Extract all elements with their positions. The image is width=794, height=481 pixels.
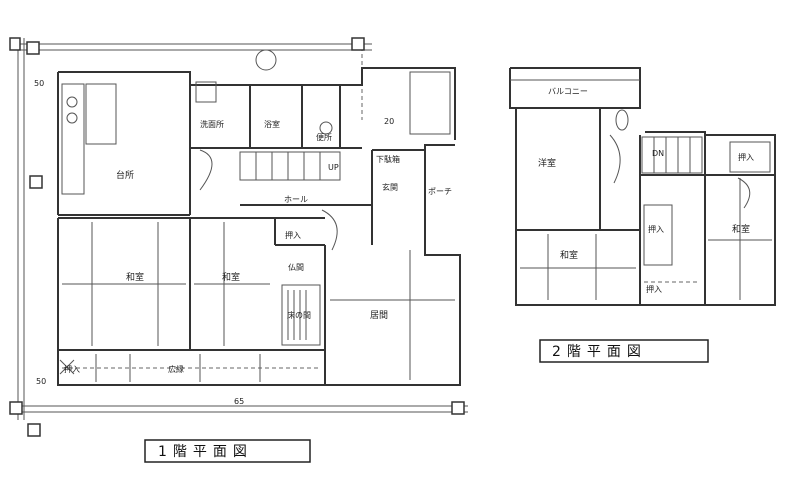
room-label-closet-a: 押入 xyxy=(738,152,754,162)
stairs-2f xyxy=(641,136,703,174)
grid-marker xyxy=(29,175,43,189)
grid-marker xyxy=(27,423,41,437)
porch-area xyxy=(409,71,451,135)
room-label-toilet: 便所 xyxy=(316,132,332,142)
room-label-stairs: UP xyxy=(328,163,339,172)
room-label-closet-b: 押入 xyxy=(648,224,664,234)
floor1-title: 1階平面図 xyxy=(158,444,253,460)
dim-bottom: 65 xyxy=(234,397,244,406)
room-label-closet1: 押入 xyxy=(285,230,301,240)
kitchen-counter xyxy=(61,83,85,195)
floor2-title: 2階平面図 xyxy=(552,344,647,360)
room-label-porch: ポーチ xyxy=(428,187,452,196)
room-label-washitsu2: 和室 xyxy=(222,271,240,283)
room-label-jp1: 和室 xyxy=(560,249,578,261)
room-label-tokonoma: 床の間 xyxy=(287,310,311,320)
room-label-living: 居間 xyxy=(370,310,388,321)
room-label-dn: DN xyxy=(652,149,664,158)
room-label-balcony: バルコニー xyxy=(548,87,588,96)
grid-marker xyxy=(9,401,23,415)
dim-left-top: 50 xyxy=(34,79,44,88)
dim-left-bottom: 50 xyxy=(36,377,46,386)
room-label-washroom: 洗面所 xyxy=(200,119,224,129)
room-label-western: 洋室 xyxy=(538,157,556,169)
dim-right-top: 20 xyxy=(384,117,394,126)
room-label-entrance: 玄関 xyxy=(382,182,398,192)
grid-marker xyxy=(351,37,365,51)
grid-marker xyxy=(26,41,40,55)
stairs xyxy=(239,151,341,181)
room-label-storage: 下駄箱 xyxy=(376,154,400,164)
grid-marker xyxy=(451,401,465,415)
room-label-closet2: 押入 xyxy=(64,364,80,374)
room-label-washitsu1: 和室 xyxy=(126,271,144,283)
grid-marker xyxy=(9,37,21,51)
room-label-closet-c: 押入 xyxy=(646,284,662,294)
room-label-kitchen: 台所 xyxy=(116,169,134,181)
floor2-title-box xyxy=(539,339,709,363)
floor1-plan: 台所 洗面所 浴室 便所 UP 下駄箱 玄関 ポーチ ホール 押入 和室 和室 … xyxy=(9,37,468,463)
floor2-plan: バルコニー 洋室 和室 和室 DN 押入 押入 押入 2階平面図 xyxy=(509,67,776,363)
kitchen-sink xyxy=(85,83,117,145)
room-label-jp2: 和室 xyxy=(732,223,750,235)
room-label-engawa: 広縁 xyxy=(168,364,184,374)
room-label-bath: 浴室 xyxy=(264,119,280,129)
room-label-butsuma: 仏間 xyxy=(288,263,304,272)
floor1-title-box xyxy=(144,439,311,463)
room-label-hall: ホール xyxy=(284,195,308,204)
tokonoma xyxy=(281,284,321,346)
